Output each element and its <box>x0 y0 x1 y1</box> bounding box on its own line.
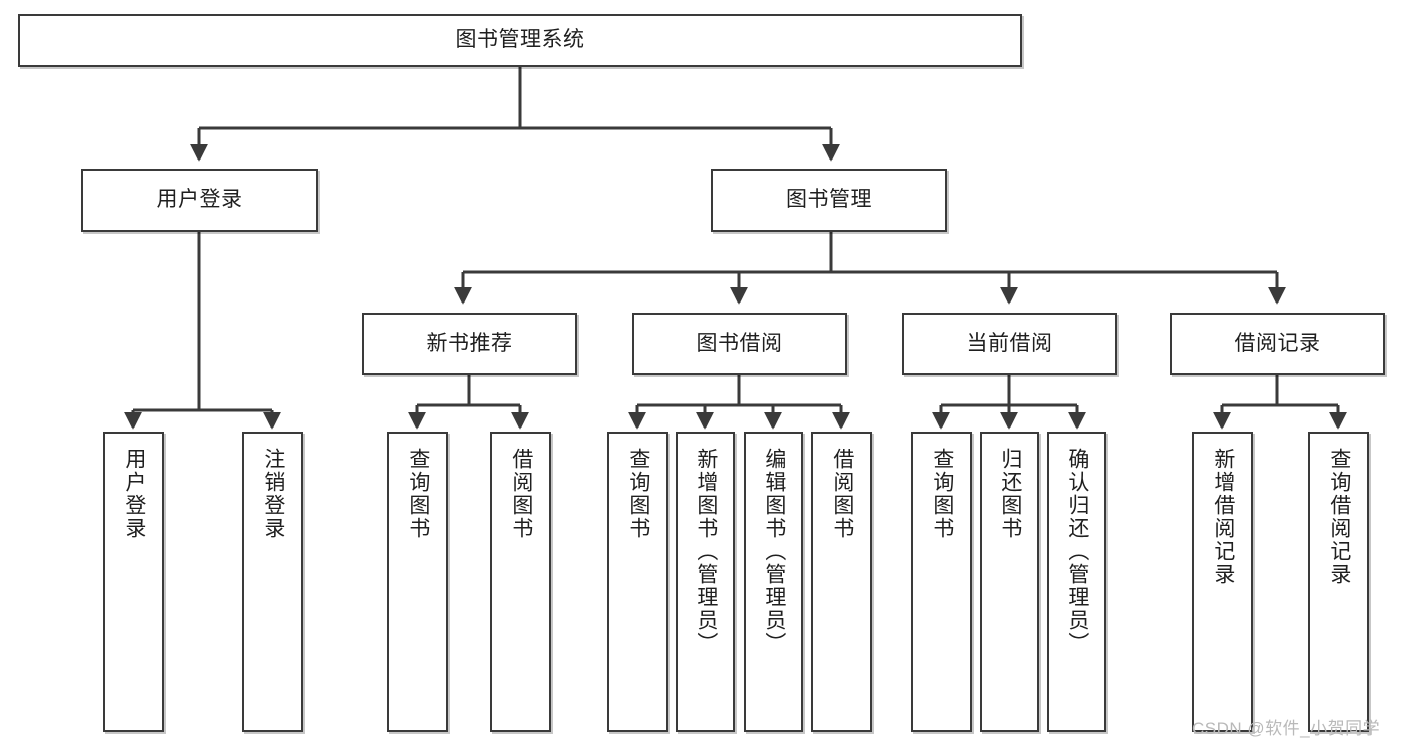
node-leaf-confirm-return-label: 确认归还（管理员） <box>1065 448 1089 655</box>
node-book-borrow[interactable]: 图书借阅 <box>632 313 847 375</box>
node-leaf-query-book-3[interactable]: 查询图书 <box>911 432 972 732</box>
node-current-borrow-label: 当前借阅 <box>966 331 1053 355</box>
node-leaf-return-book[interactable]: 归还图书 <box>980 432 1039 732</box>
node-new-book-rec[interactable]: 新书推荐 <box>362 313 577 375</box>
node-book-manage-label: 图书管理 <box>786 188 872 212</box>
node-new-book-rec-label: 新书推荐 <box>426 331 513 355</box>
node-borrow-record-label: 借阅记录 <box>1234 331 1321 355</box>
node-leaf-return-book-label: 归还图书 <box>998 448 1022 540</box>
node-leaf-user-login[interactable]: 用户登录 <box>103 432 164 732</box>
node-root[interactable]: 图书管理系统 <box>18 14 1022 67</box>
node-book-manage[interactable]: 图书管理 <box>711 169 947 232</box>
node-leaf-borrow-book-2-label: 借阅图书 <box>830 448 854 540</box>
node-leaf-borrow-book-1-label: 借阅图书 <box>509 448 533 540</box>
node-leaf-add-book[interactable]: 新增图书（管理员） <box>676 432 735 732</box>
node-borrow-record[interactable]: 借阅记录 <box>1170 313 1385 375</box>
node-leaf-logout-label: 注销登录 <box>261 448 285 540</box>
node-leaf-edit-book[interactable]: 编辑图书（管理员） <box>744 432 803 732</box>
node-leaf-add-record-label: 新增借阅记录 <box>1211 448 1235 586</box>
node-leaf-query-book-1-label: 查询图书 <box>406 448 430 540</box>
node-root-label: 图书管理系统 <box>455 28 585 52</box>
node-leaf-borrow-book-1[interactable]: 借阅图书 <box>490 432 551 732</box>
node-leaf-query-book-1[interactable]: 查询图书 <box>387 432 448 732</box>
node-user-login[interactable]: 用户登录 <box>81 169 318 232</box>
node-leaf-confirm-return[interactable]: 确认归还（管理员） <box>1047 432 1106 732</box>
node-user-login-label: 用户登录 <box>156 188 243 212</box>
node-leaf-logout[interactable]: 注销登录 <box>242 432 303 732</box>
node-leaf-add-record[interactable]: 新增借阅记录 <box>1192 432 1253 732</box>
node-leaf-borrow-book-2[interactable]: 借阅图书 <box>811 432 872 732</box>
node-book-borrow-label: 图书借阅 <box>696 331 783 355</box>
node-leaf-query-record-label: 查询借阅记录 <box>1327 448 1351 586</box>
csdn-watermark: CSDN @软件_小贺同学 <box>1192 719 1381 738</box>
node-leaf-edit-book-label: 编辑图书（管理员） <box>762 448 786 655</box>
node-current-borrow[interactable]: 当前借阅 <box>902 313 1117 375</box>
node-leaf-query-book-2[interactable]: 查询图书 <box>607 432 668 732</box>
node-leaf-query-book-3-label: 查询图书 <box>930 448 954 540</box>
node-leaf-query-record[interactable]: 查询借阅记录 <box>1308 432 1369 732</box>
node-leaf-user-login-label: 用户登录 <box>122 448 146 540</box>
node-leaf-add-book-label: 新增图书（管理员） <box>694 448 718 655</box>
node-leaf-query-book-2-label: 查询图书 <box>626 448 650 540</box>
